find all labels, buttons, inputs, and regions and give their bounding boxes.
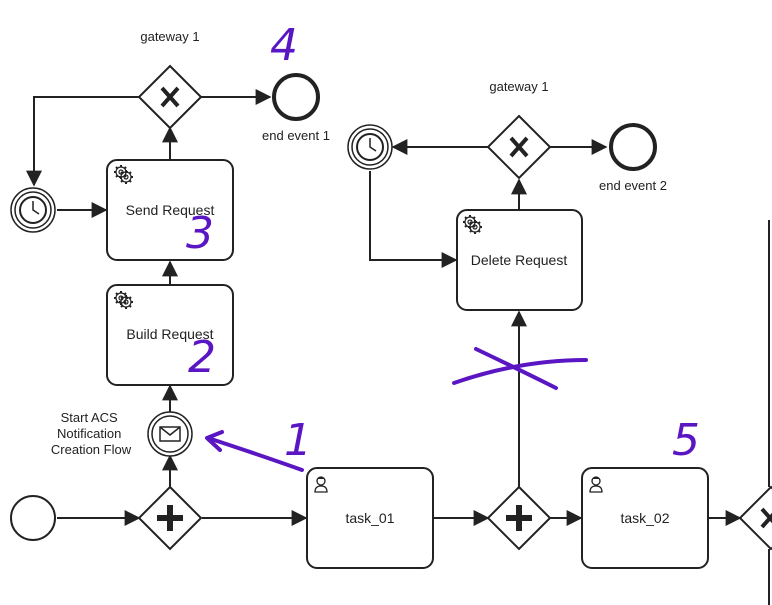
- parallel-gateway-1[interactable]: [137, 485, 203, 551]
- end-event-2-label: end event 2: [599, 178, 667, 193]
- task-02-label: task_02: [620, 510, 669, 526]
- timer-event-mid[interactable]: [347, 124, 393, 170]
- send-request-label: Send Request: [126, 202, 215, 218]
- exclusive-gateway-right[interactable]: [738, 485, 772, 551]
- end-event-1[interactable]: [272, 73, 320, 121]
- timer-event-left[interactable]: [10, 187, 56, 233]
- annotation-number-2: 2: [188, 332, 216, 383]
- annotation-number-1: 1: [284, 415, 312, 466]
- annotation-numbers: 1 2 3 4 5: [186, 20, 700, 466]
- parallel-gateway-2[interactable]: [486, 485, 552, 551]
- end-event-1-label: end event 1: [262, 128, 330, 143]
- clock-icon: [19, 196, 47, 224]
- task-02[interactable]: task_02: [581, 467, 709, 569]
- exclusive-gateway-1-mid[interactable]: [486, 114, 552, 180]
- sequence-flows: [26, 89, 770, 605]
- task-01[interactable]: task_01: [306, 467, 434, 569]
- exclusive-gateway-1[interactable]: [137, 64, 203, 130]
- annotation-number-3: 3: [186, 208, 214, 259]
- message-start-event[interactable]: [147, 411, 193, 457]
- delete-request-label: Delete Request: [471, 252, 568, 268]
- annotation-arrow: [205, 430, 304, 472]
- task-build-request[interactable]: Build Request: [106, 284, 234, 386]
- task-01-label: task_01: [345, 510, 394, 526]
- build-request-label: Build Request: [126, 326, 213, 342]
- task-delete-request[interactable]: Delete Request: [456, 209, 583, 311]
- annotation-number-4: 4: [270, 20, 298, 71]
- start-event[interactable]: [10, 495, 56, 541]
- envelope-icon: [159, 426, 181, 442]
- gateway-1-label: gateway 1: [140, 29, 199, 44]
- end-event-2[interactable]: [609, 123, 657, 171]
- task-send-request[interactable]: Send Request: [106, 159, 234, 261]
- gateway-1-mid-label: gateway 1: [489, 79, 548, 94]
- annotation-cross-mark: [452, 347, 588, 390]
- annotation-number-5: 5: [672, 415, 700, 466]
- clock-icon: [356, 133, 384, 161]
- start-acs-label: Start ACS Notification Creation Flow: [51, 410, 132, 457]
